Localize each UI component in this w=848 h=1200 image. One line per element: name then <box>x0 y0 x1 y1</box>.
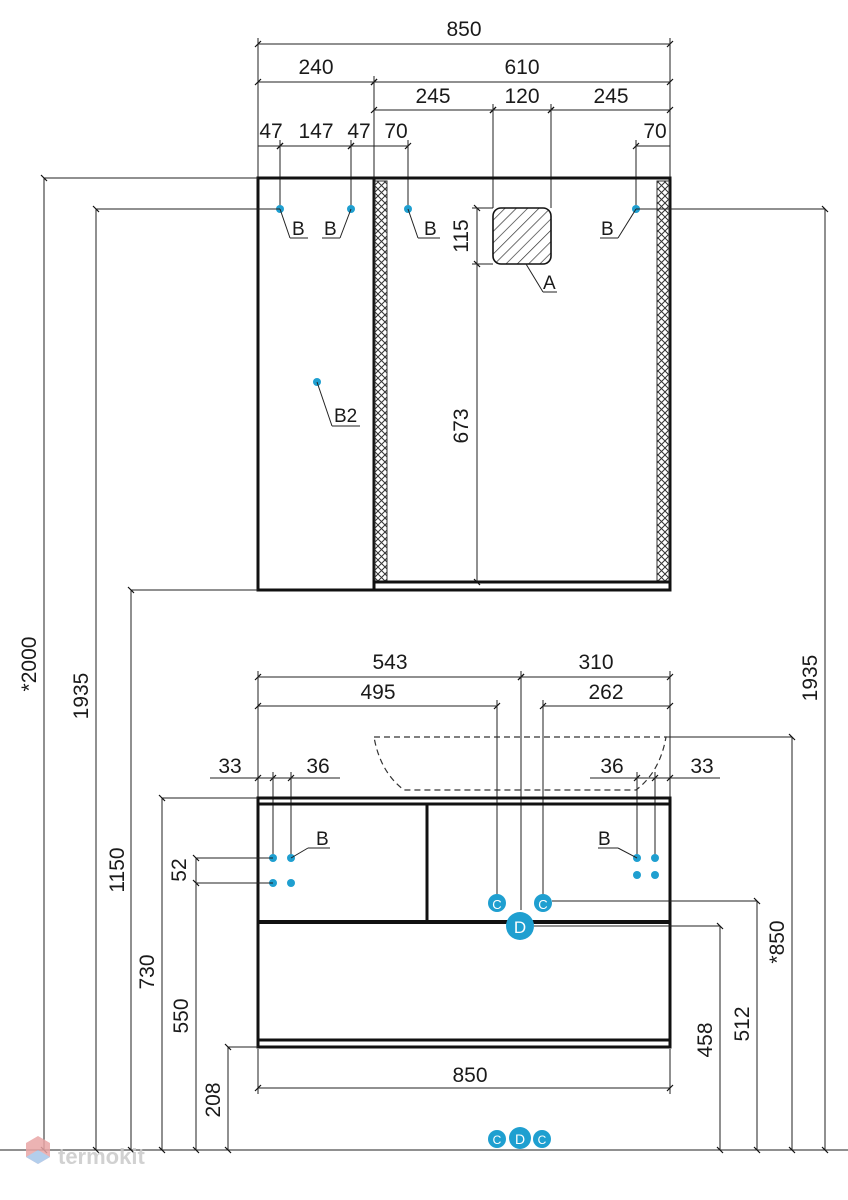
label-b2: B <box>324 219 337 240</box>
dim-245-right: 245 <box>593 85 628 108</box>
dim-550: 550 <box>170 998 193 1033</box>
dim-310: 310 <box>578 651 613 674</box>
dim-208: 208 <box>202 1082 225 1117</box>
point-b-left-4 <box>287 879 295 887</box>
floor-label-c-left: C <box>493 1133 502 1147</box>
dim-512: 512 <box>731 1006 754 1041</box>
point-b-right-4 <box>651 871 659 879</box>
dim-730: 730 <box>136 954 159 989</box>
label-c-left: C <box>492 897 501 912</box>
dim-1150: 1150 <box>106 847 129 892</box>
dim-610: 610 <box>504 56 539 79</box>
dim-120: 120 <box>504 85 539 108</box>
label-d: D <box>514 918 526 937</box>
dim-52: 52 <box>168 858 191 881</box>
dim-36-left: 36 <box>306 755 329 778</box>
dim-115: 115 <box>450 219 473 252</box>
label-b-left: B <box>316 829 329 850</box>
height-dimensions: *2000 1935 1150 730 550 208 458 512 *850 <box>0 174 848 1154</box>
dim-1935-right: 1935 <box>799 655 822 702</box>
dim-495: 495 <box>360 681 395 704</box>
label-b4: B <box>601 219 614 240</box>
dim-673: 673 <box>450 408 473 443</box>
dim-47-a: 47 <box>259 120 282 143</box>
point-b-right-3 <box>633 871 641 879</box>
dim-70-right: 70 <box>643 120 666 143</box>
dim-33-left: 33 <box>218 755 241 778</box>
label-c-right: C <box>538 897 547 912</box>
dim-2000: *2000 <box>18 637 41 692</box>
floor-label-c-right: C <box>538 1133 547 1147</box>
dim-47-b: 47 <box>347 120 370 143</box>
dim-543: 543 <box>372 651 407 674</box>
label-b3: B <box>424 219 437 240</box>
dim-70-left: 70 <box>384 120 407 143</box>
brand-name: termokit <box>58 1144 145 1169</box>
dim-850-top: 850 <box>446 18 481 41</box>
dim-850-bottom: 850 <box>452 1064 487 1087</box>
top-dimensions: 850 240 610 245 120 245 47 147 47 70 70 <box>254 18 674 208</box>
vanity: B B 52 C C D 850 <box>168 736 674 1094</box>
floor-connection-points: C D C <box>488 1127 551 1149</box>
dim-1935-left: 1935 <box>70 673 93 720</box>
dim-36-right: 36 <box>600 755 623 778</box>
label-b1: B <box>292 219 305 240</box>
point-b-right-2 <box>651 854 659 862</box>
mirror-cabinet: 115 673 A B B B B B2 <box>256 176 672 592</box>
dim-240: 240 <box>298 56 333 79</box>
label-a: A <box>543 273 556 294</box>
label-b-right: B <box>598 829 611 850</box>
socket-a <box>492 207 552 265</box>
dim-458: 458 <box>694 1022 717 1057</box>
dim-262: 262 <box>588 681 623 704</box>
dim-850-height: *850 <box>766 920 789 963</box>
vanity-dimensions: 543 310 495 262 33 36 36 33 <box>210 651 720 910</box>
label-b2-cabinet: B2 <box>334 406 357 427</box>
floor-label-d: D <box>515 1131 525 1147</box>
dim-33-right: 33 <box>690 755 713 778</box>
brand-logo: termokit <box>26 1136 145 1169</box>
dim-147: 147 <box>298 120 333 143</box>
dim-245-left: 245 <box>415 85 450 108</box>
